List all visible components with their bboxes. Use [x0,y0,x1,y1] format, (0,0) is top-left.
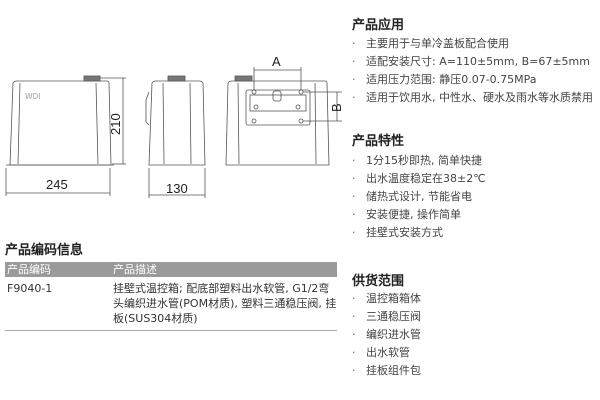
cell-description: 挂壁式温控箱; 配底部塑料出水软管, G1/2弯头编织进水管(POM材质), 塑… [113,282,337,325]
list-item: 储热式设计, 节能省电 [352,188,486,206]
list-item: 挂壁式安装方式 [352,224,486,242]
application-list: 主要用于与单冷盖板配合使用 适配安装尺寸: A=110±5mm, B=67±5m… [352,35,593,107]
brand-logo: WDI [25,92,41,101]
list-item: 温控箱箱体 [352,290,421,308]
dimension-a: A [272,54,281,69]
header-description: 产品描述 [113,263,157,276]
list-item: 1分15秒即热, 简单快捷 [352,152,486,170]
list-item: 适用于饮用水, 中性水、硬水及雨水等水质禁用 [352,89,593,107]
front-view: WDI [5,75,126,196]
table-header: 产品编码 产品描述 [5,262,337,277]
list-item: 出水温度稳定在38±2℃ [352,170,486,188]
code-table: 产品编码 产品描述 F9040-1 挂壁式温控箱; 配底部塑料出水软管, G1/… [5,262,337,331]
list-item: 编织进水管 [352,326,421,344]
table-row: F9040-1 挂壁式温控箱; 配底部塑料出水软管, G1/2弯头编织进水管(P… [5,277,337,331]
list-item: 适配安装尺寸: A=110±5mm, B=67±5mm [352,53,593,71]
dimension-b: B [329,103,344,112]
width-dimension: 245 [46,177,68,192]
list-item: 出水软管 [352,344,421,362]
features-heading: 产品特性 [352,134,405,149]
header-code: 产品编码 [7,263,51,276]
height-dimension: 210 [108,113,123,135]
side-view [145,75,206,198]
supply-heading: 供货范围 [352,274,405,289]
list-item: 三通稳压阀 [352,308,421,326]
list-item: 挂板组件包 [352,362,421,380]
supply-list: 温控箱箱体 三通稳压阀 编织进水管 出水软管 挂板组件包 [352,290,421,380]
list-item: 主要用于与单冷盖板配合使用 [352,35,593,53]
cell-code: F9040-1 [7,282,53,295]
list-item: 安装便捷, 操作简单 [352,206,486,224]
code-info-heading: 产品编码信息 [5,243,84,258]
features-list: 1分15秒即热, 简单快捷 出水温度稳定在38±2℃ 储热式设计, 节能省电 安… [352,152,486,242]
back-view [225,67,342,166]
depth-dimension: 130 [166,181,188,196]
application-heading: 产品应用 [352,18,405,33]
list-item: 适用压力范围: 静压0.07-0.75MPa [352,71,593,89]
